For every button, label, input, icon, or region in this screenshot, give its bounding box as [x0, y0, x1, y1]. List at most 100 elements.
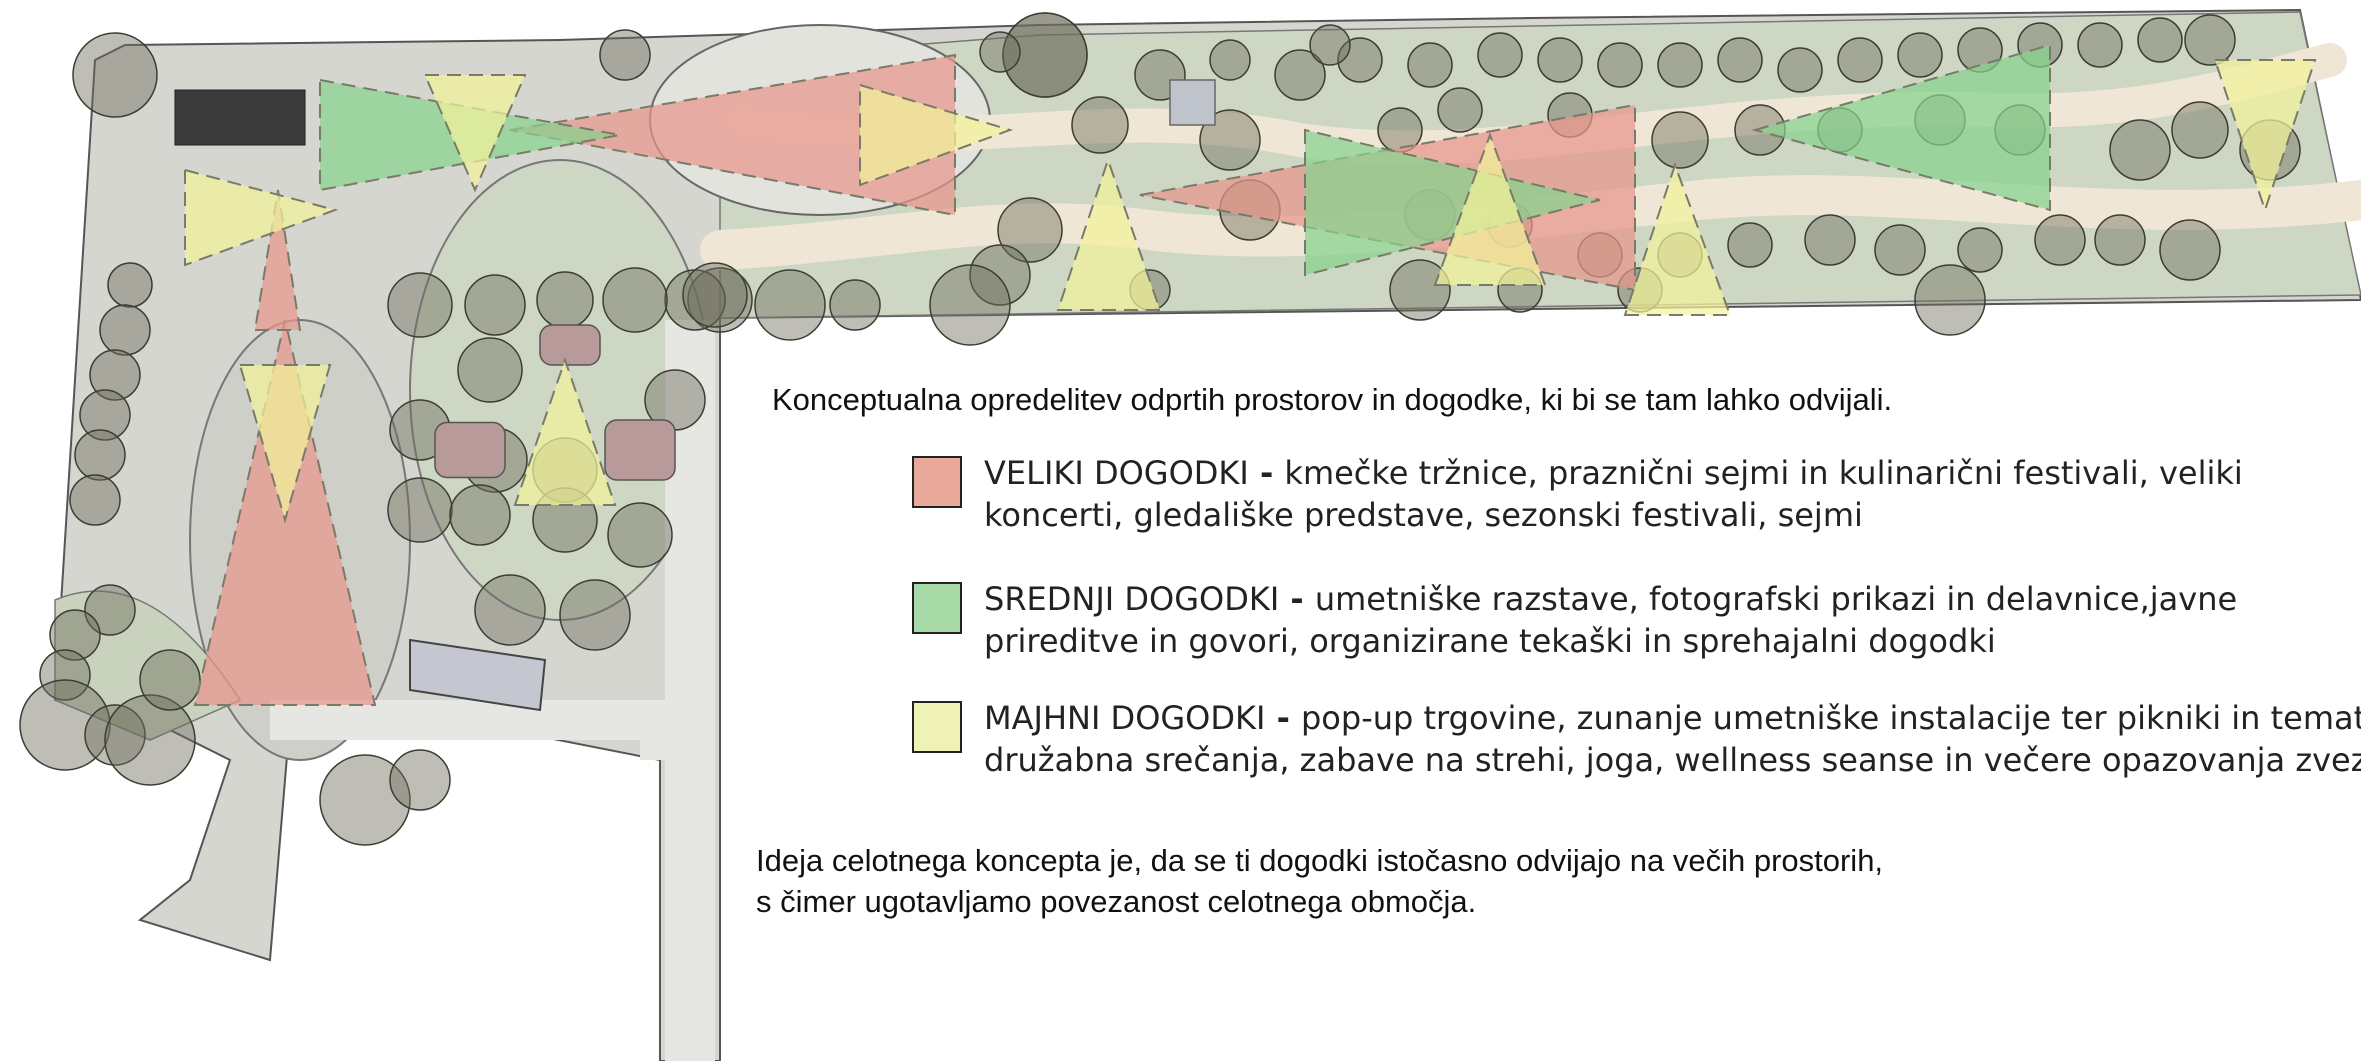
small-event-zone: [2213, 59, 2317, 214]
tree: [1477, 32, 1523, 78]
tree: [89, 349, 141, 401]
tree: [1874, 224, 1926, 276]
tree: [1537, 37, 1583, 83]
tree: [1727, 222, 1773, 268]
tree: [1437, 87, 1483, 133]
tree: [319, 754, 411, 846]
tree: [602, 267, 668, 333]
tree: [474, 574, 546, 646]
tree: [104, 694, 196, 786]
tree: [997, 197, 1063, 263]
tree: [2184, 14, 2236, 66]
tree: [2159, 219, 2221, 281]
idea-line1: Ideja celotnega koncepta je, da se ti do…: [756, 843, 1884, 878]
legend-desc-line1: kmečke tržnice, praznični sejmi in kulin…: [1284, 454, 2243, 492]
concept-idea-text: Ideja celotnega koncepta je, da se ti do…: [756, 840, 1883, 922]
tree: [2171, 101, 2229, 159]
tree: [1309, 24, 1351, 66]
road-connection: [270, 700, 680, 760]
small-event-zone: [1433, 132, 1547, 286]
legend-title-small: MAJHNI DOGODKI: [984, 699, 1266, 737]
tree: [1274, 49, 1326, 101]
legend-title-medium: SREDNJI DOGODKI: [984, 580, 1280, 618]
concept-heading: Konceptualna opredelitev odprtih prostor…: [772, 382, 1893, 417]
tree: [2109, 119, 2171, 181]
tree: [1957, 227, 2003, 273]
tree: [1804, 214, 1856, 266]
seating-area: [174, 89, 306, 146]
tree: [99, 304, 151, 356]
legend-text-small: MAJHNI DOGODKI - pop-up trgovine, zunanj…: [984, 697, 2361, 781]
tree: [1897, 32, 1943, 78]
tree: [559, 579, 631, 651]
playground-equipment: [604, 419, 676, 481]
legend-text-medium: SREDNJI DOGODKI - umetniške razstave, fo…: [984, 578, 2237, 662]
legend-desc-line2: koncerti, gledališke predstave, sezonski…: [984, 496, 1863, 534]
small-event-zone: [513, 356, 617, 506]
tree: [2094, 214, 2146, 266]
tree: [79, 389, 131, 441]
tree: [687, 267, 753, 333]
tree: [607, 502, 673, 568]
tree: [387, 477, 453, 543]
tree: [1389, 259, 1451, 321]
tree: [72, 32, 158, 118]
tree: [464, 274, 526, 336]
tree: [599, 29, 651, 81]
small-event-zone: [859, 83, 1014, 187]
legend-desc-line2: prireditve in govori, organizirane tekaš…: [984, 622, 1996, 660]
small-event-zone: [238, 364, 332, 524]
tree: [754, 269, 826, 341]
feature-layer: [174, 79, 1216, 712]
tree: [929, 264, 1011, 346]
tree: [1597, 42, 1643, 88]
tree: [1657, 42, 1703, 88]
tree: [1071, 96, 1129, 154]
tree: [49, 609, 101, 661]
small-event-zone: [184, 168, 339, 267]
medium-event-zone: [1751, 43, 2051, 212]
legend-swatch-small: [912, 701, 962, 753]
tree: [389, 749, 451, 811]
legend-separator: -: [1279, 580, 1315, 618]
event-zone-layer: [184, 43, 2317, 706]
tree: [1717, 37, 1763, 83]
tree: [969, 244, 1031, 306]
kiosk: [1169, 79, 1216, 126]
tree: [536, 271, 594, 329]
tree: [139, 649, 201, 711]
tree: [1651, 111, 1709, 169]
legend-swatch-medium: [912, 582, 962, 634]
small-event-zone: [423, 74, 527, 193]
tree: [2137, 17, 2183, 63]
tree: [2077, 22, 2123, 68]
legend-text-large: VELIKI DOGODKI - kmečke tržnice, praznič…: [984, 452, 2243, 536]
tree: [1407, 42, 1453, 88]
tree: [979, 31, 1021, 73]
tree: [107, 262, 153, 308]
tree: [39, 649, 91, 701]
tree: [829, 279, 881, 331]
tree: [1002, 12, 1088, 98]
legend-desc-line1: pop-up trgovine, zunanje umetniške insta…: [1300, 699, 2361, 737]
legend-desc-line2: družabna srečanja, zabave na strehi, jog…: [984, 741, 2361, 779]
pavilion: [409, 638, 547, 712]
tree: [1777, 47, 1823, 93]
tree: [74, 429, 126, 481]
legend-swatch-large: [912, 456, 962, 508]
small-event-zone: [1623, 161, 1732, 316]
playground-equipment: [434, 421, 506, 479]
legend-title-large: VELIKI DOGODKI: [984, 454, 1249, 492]
tree: [1209, 39, 1251, 81]
playground-equipment: [539, 324, 601, 366]
tree: [1914, 264, 1986, 336]
tree: [84, 704, 146, 766]
tree: [449, 484, 511, 546]
large-event-zone: [253, 189, 302, 331]
legend-separator: -: [1248, 454, 1285, 492]
tree: [2034, 214, 2086, 266]
tree: [457, 337, 523, 403]
tree: [69, 474, 121, 526]
idea-line2: s čimer ugotavljamo povezanost celotnega…: [756, 884, 1477, 919]
